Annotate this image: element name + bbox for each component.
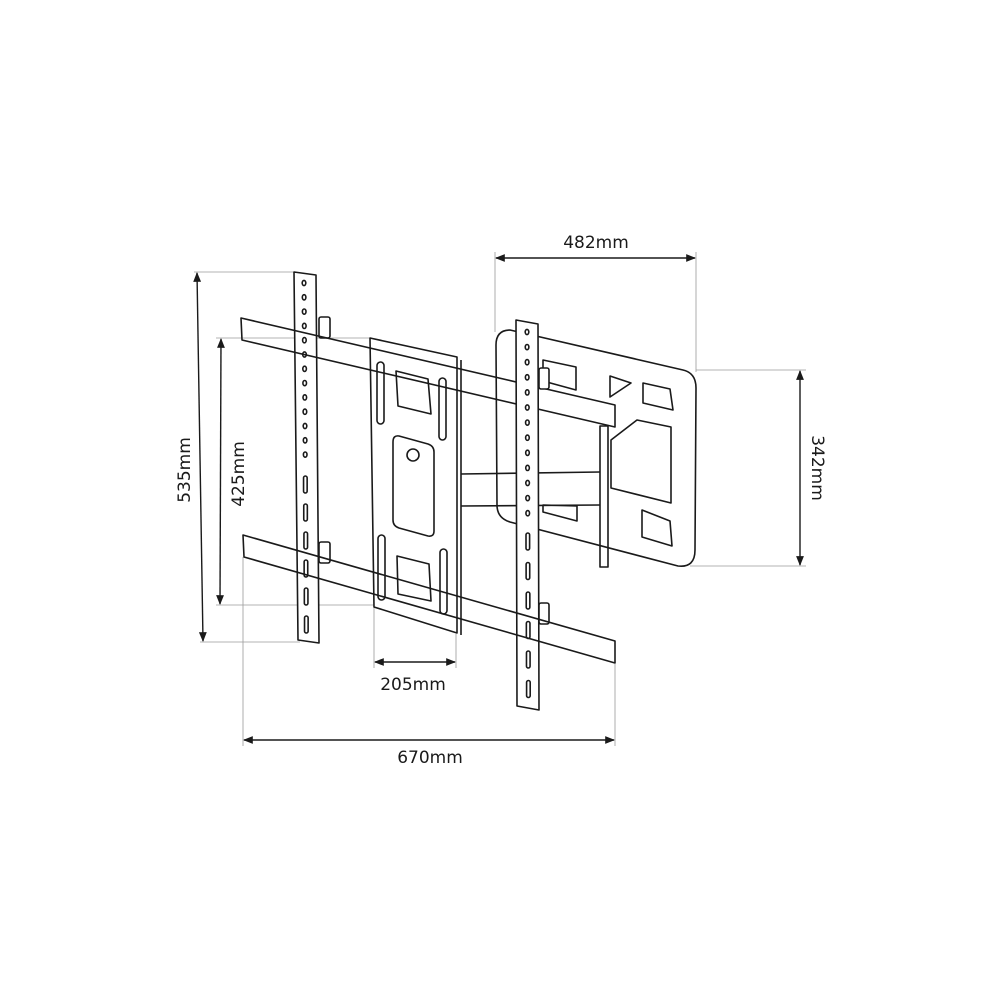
rail-hole xyxy=(302,422,308,430)
rail-slot xyxy=(525,532,531,551)
rail-hole xyxy=(301,336,308,344)
tv-bracket-plate xyxy=(495,329,697,567)
rail-slot xyxy=(302,503,309,522)
upper-tv-bar xyxy=(240,317,616,428)
lower-tv-bar xyxy=(242,534,616,664)
rail-slot xyxy=(302,475,308,494)
rail-hole xyxy=(524,464,531,472)
rail-slot xyxy=(525,561,531,581)
label-top-width: 482mm xyxy=(563,233,629,253)
rail-hole xyxy=(525,509,531,517)
rail-slot xyxy=(525,650,531,669)
rail-hole xyxy=(302,393,308,401)
rail-hole xyxy=(524,343,530,351)
rail-hole xyxy=(302,408,308,416)
dimension-lines xyxy=(193,254,804,744)
rail-hole xyxy=(524,434,531,442)
rail-hole xyxy=(301,322,307,330)
plate-hole xyxy=(406,448,420,462)
extension-lines xyxy=(194,252,806,746)
rail-hole xyxy=(525,494,531,502)
dim-535 xyxy=(193,272,207,642)
left-rail-tab-top xyxy=(318,316,331,339)
right-tv-rail xyxy=(515,319,550,711)
rail-slot xyxy=(303,531,309,550)
label-bottom-width: 670mm xyxy=(397,748,463,768)
dim-425 xyxy=(216,338,225,605)
label-inner-height: 425mm xyxy=(229,441,249,507)
rail-hole xyxy=(301,293,307,301)
label-right-height: 342mm xyxy=(807,435,827,501)
rail-hole xyxy=(524,449,531,457)
rail-slot xyxy=(303,587,309,606)
rail-hole xyxy=(302,451,308,458)
rail-slot xyxy=(303,615,309,634)
triangle-cutout xyxy=(609,375,632,398)
right-rail-tab-top xyxy=(538,367,550,390)
label-plate-width: 205mm xyxy=(380,675,446,695)
rail-hole xyxy=(302,379,308,387)
rail-slot xyxy=(303,559,309,578)
left-wall-rail xyxy=(293,271,331,644)
rail-slot xyxy=(525,591,531,610)
rail-hole xyxy=(301,308,307,315)
label-outer-height: 535mm xyxy=(175,437,195,503)
rail-hole xyxy=(524,358,530,366)
rail-hole xyxy=(524,419,530,426)
rail-hole xyxy=(302,436,308,444)
rail-hole xyxy=(524,373,530,381)
rail-hole xyxy=(302,365,308,373)
right-rail-tab-bottom xyxy=(538,602,550,625)
wall-plate xyxy=(369,337,462,635)
rail-hole xyxy=(524,388,530,396)
right-rail-holes xyxy=(524,328,531,699)
rail-hole xyxy=(524,328,530,336)
rail-hole xyxy=(301,279,307,287)
rail-hole xyxy=(524,404,530,411)
rail-hole xyxy=(525,479,531,487)
rail-slot xyxy=(525,679,531,699)
